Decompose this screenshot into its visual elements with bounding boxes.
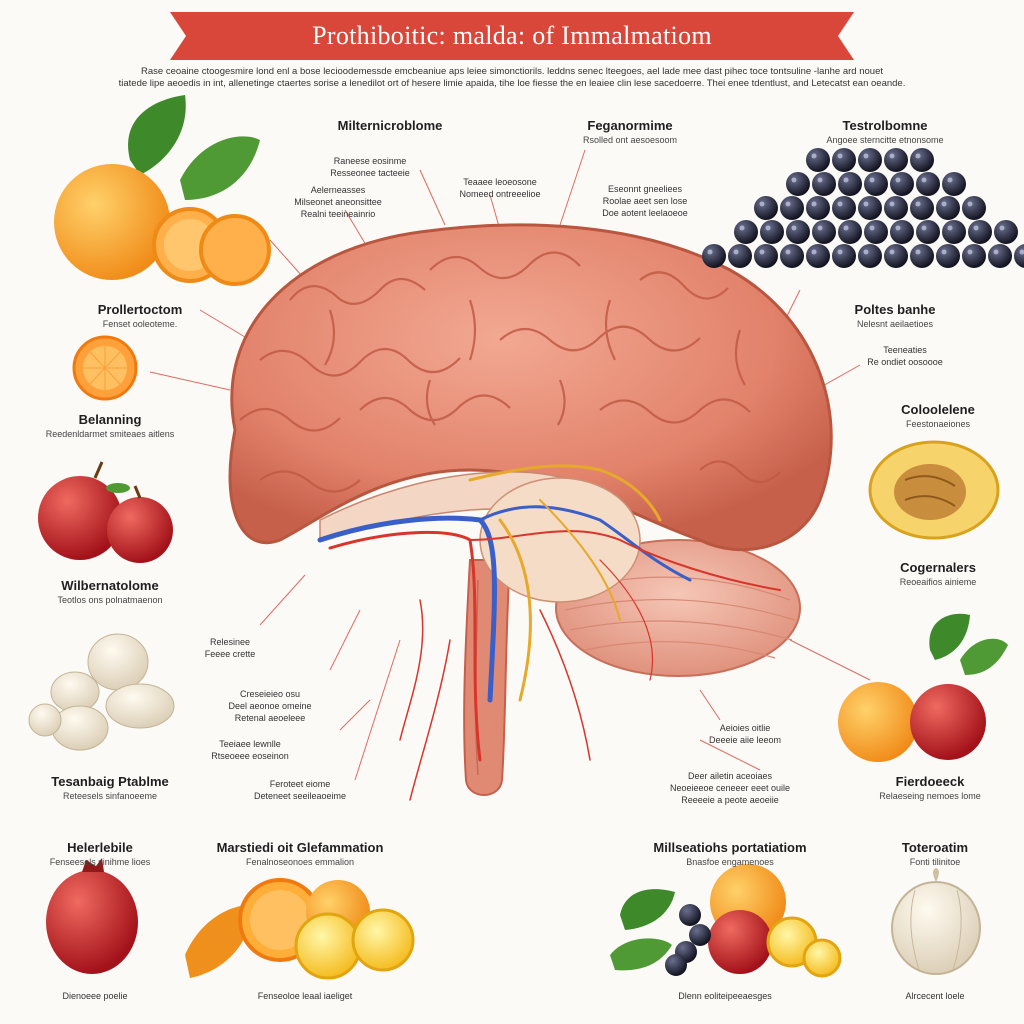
label-bottom-right: Toteroatim Fonti tilinitoe — [880, 840, 990, 867]
label-title: Toteroatim — [901, 840, 969, 855]
label-right-2: Coloolelene Feestonaeiones — [870, 402, 1006, 429]
label-title: Fierdoeeck — [895, 774, 965, 789]
label-sub: Fenseesels sinihme lioes — [49, 857, 151, 867]
pomegranate-icon — [46, 858, 138, 974]
garlic-icon — [28, 633, 175, 751]
label-title: Helerlebile — [67, 840, 133, 855]
label-sub: Reoeaifios ainieme — [899, 577, 977, 587]
label-title: Marstiedi oit Glefammation — [216, 840, 384, 855]
garlic-bulb-icon — [891, 868, 981, 975]
label-left-4: Tesanbaig Ptablme Reteesels sinfanoeeme — [20, 774, 200, 801]
label-title: Testrolbomne — [842, 118, 928, 133]
intro-text: Rase ceoaine ctoogesmire lond enl a bose… — [60, 66, 964, 90]
label-left-2: Belanning Reedenldarmet smiteaes aitlens — [20, 412, 200, 439]
brain-stem — [463, 559, 512, 796]
mixed-fruit-icon — [610, 864, 842, 978]
label-left-1: Prollertoctom Fenset ooleoteme. — [60, 302, 220, 329]
label-title: Tesanbaig Ptablme — [51, 774, 169, 789]
page-title: Prothiboitic: malda: of Immalmatiom — [312, 21, 712, 50]
label-sub: Fonti tilinitoe — [909, 857, 961, 867]
label-title: Feganormime — [587, 118, 673, 133]
apple-icon — [38, 461, 173, 563]
label-right-1: Poltes banhe Nelesnt aeilaetioes — [820, 302, 970, 329]
label-sub: Fenset ooleoteme. — [102, 319, 178, 329]
food-caption-4: Alrcecent loele — [905, 991, 965, 1001]
label-title: Millseatiohs portatiatiom — [653, 840, 807, 855]
label-bottom-center-right: Millseatiohs portatiatiom Bnasfoe engame… — [620, 840, 840, 867]
label-top-right: Testrolbomne Angoee sterncitte etnonsome — [790, 118, 980, 145]
label-sub: Reteesels sinfanoeeme — [62, 791, 158, 801]
label-title: Cogernalers — [900, 560, 976, 575]
berries-icon — [702, 148, 1024, 268]
label-sub: Teotlos ons polnatmaenon — [57, 595, 163, 605]
label-title: Belanning — [78, 412, 142, 427]
banner-ribbon — [170, 12, 854, 60]
orange-leaf-icon — [54, 95, 271, 286]
label-bottom-left: Helerlebile Fenseesels sinihme lioes — [20, 840, 180, 867]
food-caption-1: Dienoeee poelie — [62, 991, 128, 1001]
label-title: Milternicroblome — [337, 118, 443, 133]
citrus-icon — [185, 878, 415, 980]
label-sub: Relaeseing nemoes lome — [879, 791, 981, 801]
label-left-3: Wilbernatolome Teotlos ons polnatmaenon — [20, 578, 200, 605]
label-sub: Bnasfoe engamenoes — [686, 857, 774, 867]
label-top-left: Milternicroblome — [300, 118, 480, 133]
label-sub: Fenalnoseonoes emmalion — [245, 857, 355, 867]
food-caption-2: Fenseoloe leaal iaeliget — [257, 991, 353, 1001]
label-bottom-center-left: Marstiedi oit Glefammation Fenalnoseonoe… — [200, 840, 400, 867]
orange-slice-icon — [72, 335, 138, 401]
label-right-3: Cogernalers Reoeaifios ainieme — [870, 560, 1006, 587]
label-title: Poltes banhe — [854, 302, 936, 317]
food-caption-3: Dlenn eoliteipeeaesges — [678, 991, 772, 1001]
label-sub: Rsolled ont aesoesoom — [582, 135, 678, 145]
label-title: Wilbernatolome — [61, 578, 159, 593]
cerebrum — [228, 223, 833, 552]
fruit-icon — [838, 613, 1008, 762]
label-title: Coloolelene — [901, 402, 975, 417]
label-title: Prollertoctom — [97, 302, 183, 317]
label-right-4: Fierdoeeck Relaeseing nemoes lome — [850, 774, 1010, 801]
label-top-center: Feganormime Rsolled ont aesoesoom — [540, 118, 720, 145]
nut-icon — [868, 440, 1000, 540]
intro-line-1: Rase ceoaine ctoogesmire lond enl a bose… — [141, 66, 883, 77]
label-sub: Reedenldarmet smiteaes aitlens — [45, 429, 175, 439]
vessels — [317, 464, 781, 801]
label-sub: Angoee sterncitte etnonsome — [826, 135, 944, 145]
label-sub: Nelesnt aeilaetioes — [856, 319, 934, 329]
label-sub: Feestonaeiones — [905, 419, 971, 429]
intro-line-2: tiatede lipe aeoedis in int, allenetinge… — [118, 78, 906, 89]
